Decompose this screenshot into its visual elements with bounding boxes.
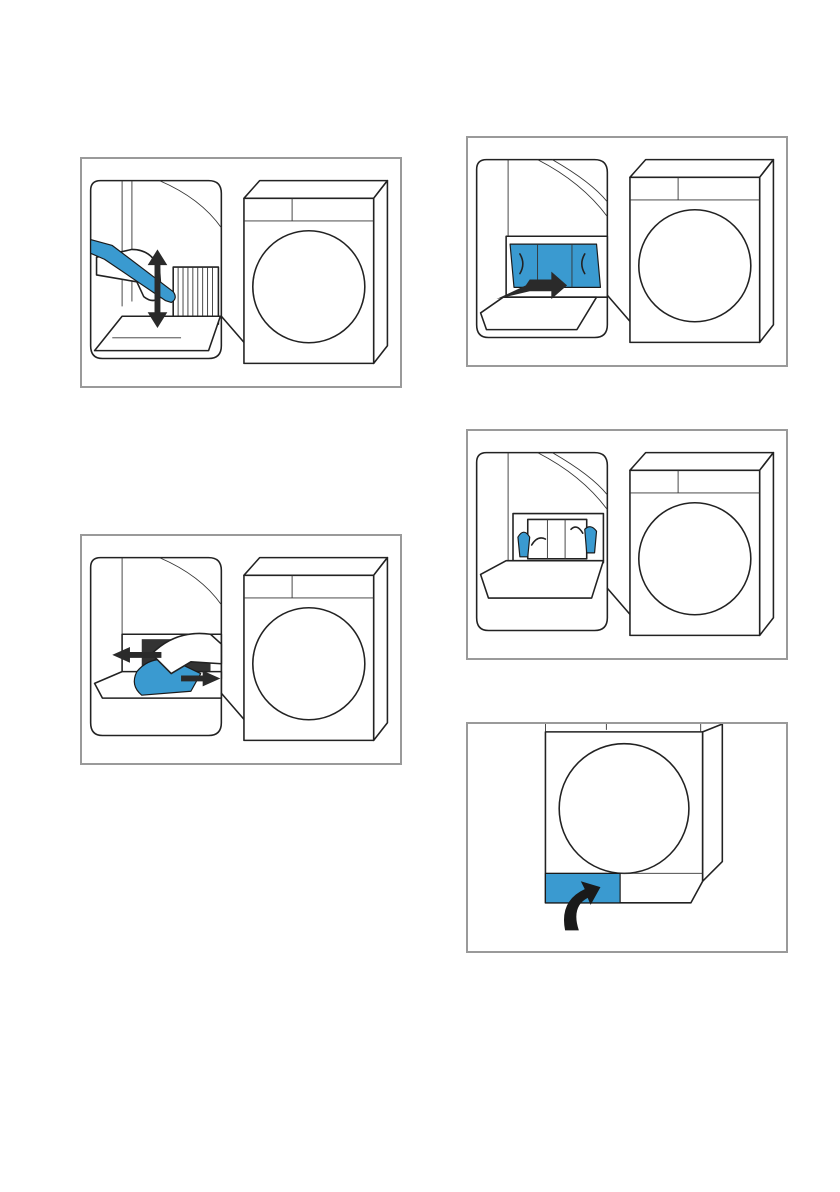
open-flap xyxy=(481,561,604,598)
dryer-appliance xyxy=(244,181,387,364)
illustration-lock-levers xyxy=(468,431,786,658)
open-flap xyxy=(481,297,597,329)
figure-close-base-cover xyxy=(466,722,788,953)
dryer-appliance xyxy=(630,160,773,343)
dryer-appliance xyxy=(630,453,773,636)
right-lever xyxy=(585,527,597,553)
dryer-appliance xyxy=(244,558,387,741)
figure-clean-filter-brush xyxy=(80,157,402,388)
figure-remove-fluff-hatch xyxy=(80,534,402,765)
illustration-insert-filter xyxy=(468,138,786,365)
illustration-remove-fluff xyxy=(82,536,400,763)
illustration-close-cover xyxy=(468,724,786,951)
illustration-brush-cleaning xyxy=(82,159,400,386)
figure-lock-levers xyxy=(466,429,788,660)
left-lever xyxy=(518,532,530,557)
figure-insert-filter xyxy=(466,136,788,367)
